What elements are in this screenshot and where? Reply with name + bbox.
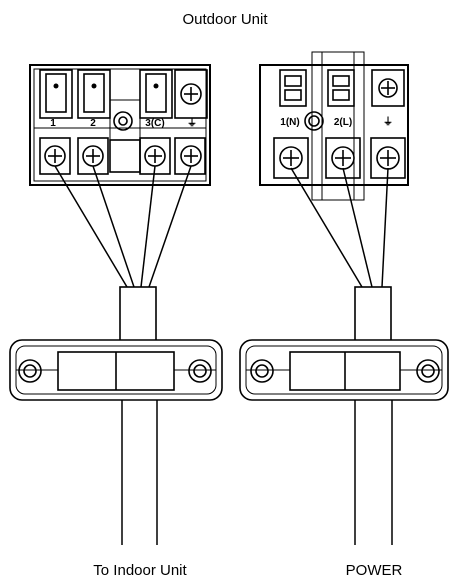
left-terminal-label-1: 1 [50, 118, 56, 129]
left-terminal-label-2: 2 [90, 118, 96, 129]
left-top-clips [39, 69, 208, 119]
left-cord-clamp [9, 339, 223, 401]
right-cord-clamp [239, 339, 449, 401]
left-terminal-label-3c: 3(C) [145, 118, 164, 129]
right-top-clips [279, 69, 405, 107]
power-label: POWER [346, 562, 403, 579]
right-cable [354, 286, 393, 545]
right-terminal-block: 1(N) 2(L) ⏚ [259, 51, 409, 201]
left-terminal-label-ground: ⏚ [187, 117, 197, 129]
left-terminal-block: 1 2 3(C) ⏚ [29, 64, 211, 186]
diagram-title: Outdoor Unit [182, 11, 268, 28]
to-indoor-unit-label: To Indoor Unit [93, 562, 187, 579]
right-terminal-label-2l: 2(L) [334, 117, 352, 128]
left-screw-terminals [39, 137, 206, 175]
right-terminal-label-1n: 1(N) [280, 117, 299, 128]
right-terminal-label-ground: ⏚ [383, 116, 393, 128]
left-wires [54, 165, 192, 288]
left-cable [119, 286, 158, 545]
right-wires [290, 167, 389, 288]
